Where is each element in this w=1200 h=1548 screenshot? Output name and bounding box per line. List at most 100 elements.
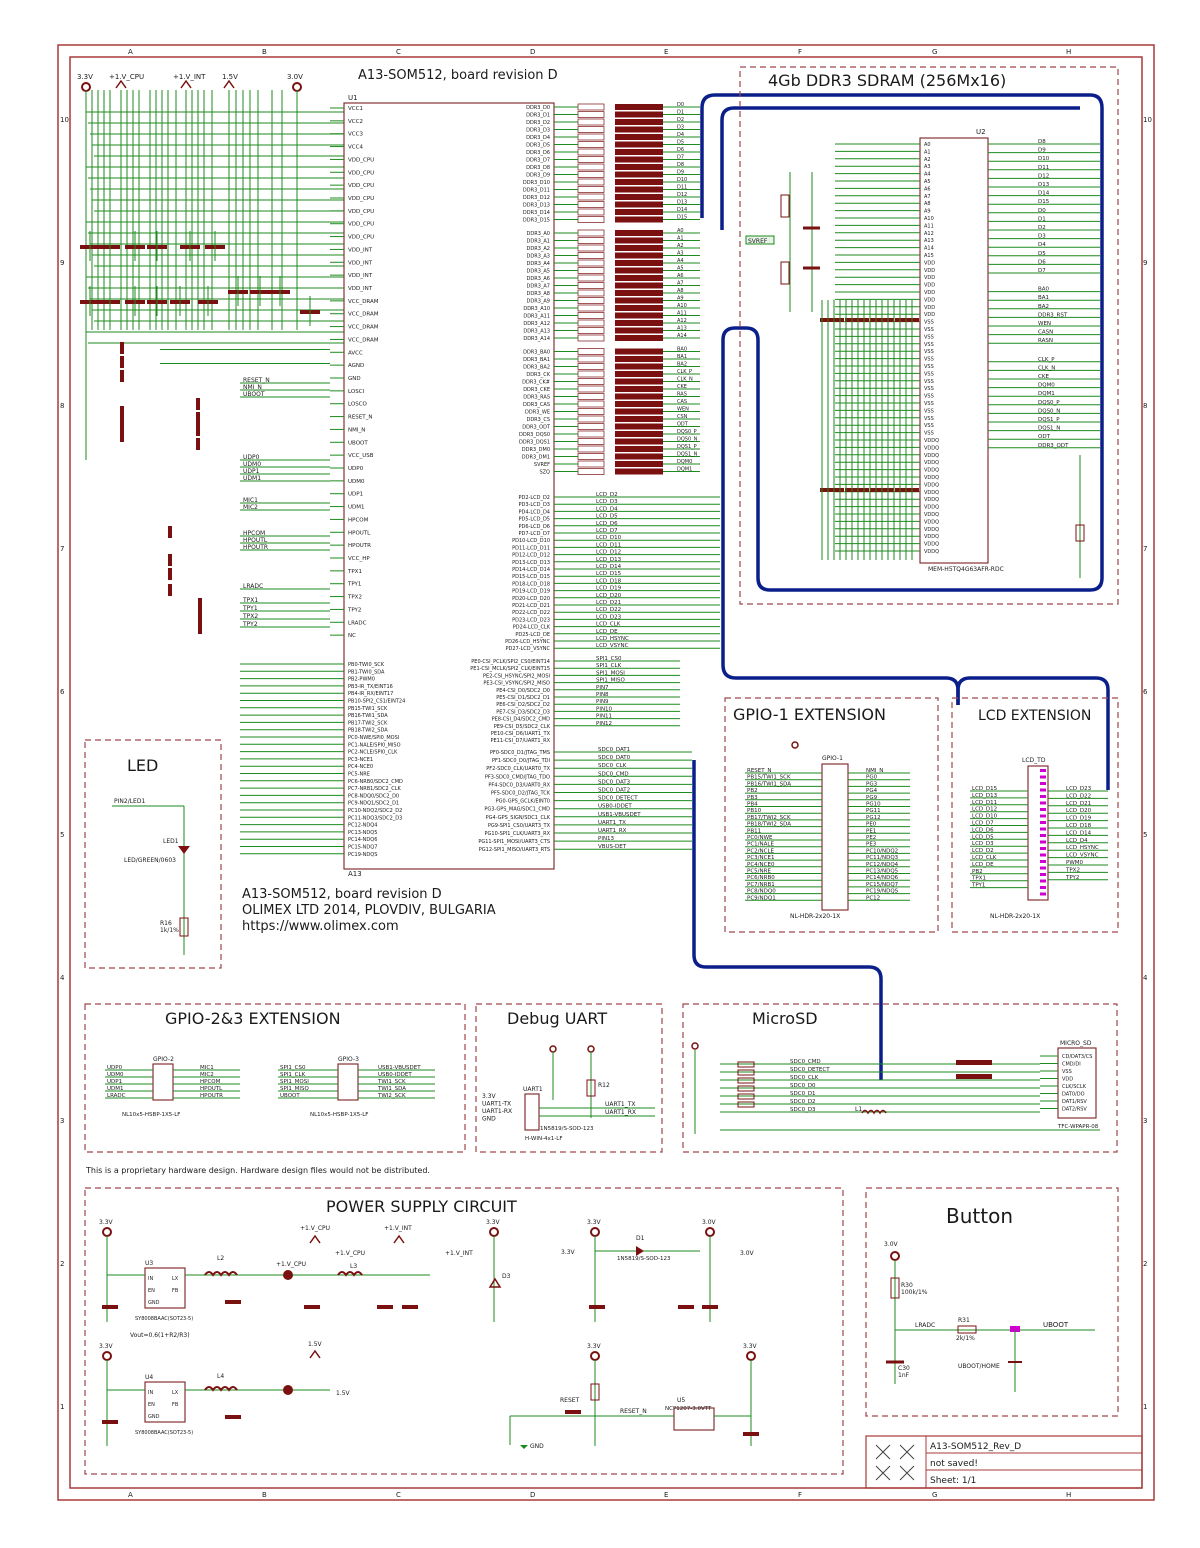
l2-label: L2 [217,1255,224,1262]
gpio1-right-label: PE3 [866,842,877,848]
ddr3-pin-label: VDDQ [924,468,939,474]
ddr3-pin-label: VSS [924,371,934,377]
gpio3-right: TWI1_SCK [377,1079,406,1085]
ddr-net-label: A6 [677,273,684,279]
cpu-pin-label: DDR3_CKE [523,387,550,393]
lcd-ext-right-label: LCD_VSYNC [1066,853,1099,859]
ddr3-pin-label: VDDQ [924,519,939,525]
sd-net-label: SDC0_DAT2 [598,788,630,794]
series-resistor [577,171,605,178]
zone-letter-bottom: E [664,1491,668,1499]
misc-net-label: UDP1 [243,468,260,475]
ddr3-right-label: BA0 [1038,287,1050,293]
cpu-pin-label: DDR3_A2 [527,246,550,252]
sd-capacitor [956,1060,992,1065]
cpu-pin-label: PD18-LCD_D18 [512,581,550,587]
sd-net-label: SDC0_DETECT [598,796,638,802]
footer-note: This is a proprietary hardware design. H… [85,1166,430,1175]
led-part: LED/GREEN/0603 [124,857,176,864]
gpio1-right-label: PC10/NDQ2 [866,848,898,854]
ddr3-right-label: D11 [1038,165,1049,171]
gpio1-right-label: PC11/NDQ3 [866,855,899,861]
cpu-pin-label: PG9-SPI1_CS0/UART3_TX [488,823,551,829]
resistor-array [615,209,663,215]
ddr3-right-nets: D8D9D10D11D12D13D14D15D0D1D2D3D4D5D6D7BA… [988,139,1100,449]
ddr3-pin-label: A11 [924,223,934,229]
gpio23-section-box [84,1003,466,1153]
uart-rail [587,1045,595,1053]
power-rail [746,1351,756,1361]
u4-pin: EN [148,1402,155,1408]
ddr-net-label: RAS [677,392,687,398]
ddr-net-label: D8 [677,162,684,168]
lcd-pin-marker [1040,892,1046,896]
power-rail [590,1227,600,1237]
resistor-array [615,408,663,415]
zone-number-right: 10 [1143,116,1152,124]
capacitor [196,438,200,450]
sd-net-label: USB1-VBUSDET [598,812,641,818]
cpu-pin-label: DDR3_A1 [527,239,550,245]
ddr3-right-label: D10 [1038,156,1050,162]
misc-net-label: MIC2 [243,504,258,511]
ddr3-pin-label: VSS [924,394,934,400]
lcd-ext-left-label: LCD_D2 [972,848,994,854]
ddr3-pin-label: VSS [924,334,934,340]
lcd-ext-left-label: LCD_D10 [972,814,998,820]
lcd-net-label: LCD_D13 [596,557,622,563]
u4-pin: FB [172,1402,179,1408]
cpu-pin-label: PE9-CSI_D5/SDC2_CLK [494,724,551,730]
led-res-val: 1k/1% [160,927,179,934]
ddr3-pin-label: VDDQ [924,460,939,466]
cpu-pin-label: VCC_DRAM [348,325,379,331]
lcd-net-label: LCD_D2 [596,492,618,498]
cpu-pin-label: PC10-NDQ2/SDC2_D2 [348,808,402,814]
u5-body [673,1407,715,1431]
u4-body [144,1381,186,1423]
sd-net-label: SDC0_DAT1 [598,747,630,753]
cpu-pin-label: DDR3_A13 [523,329,550,335]
reset-resistor [590,1383,600,1401]
cpu-pin-label: PC5-NRE [348,772,370,778]
series-resistor [577,229,605,237]
spi-net-label: PIN12 [596,721,612,727]
gpio1-right-label: PC13/NDQ5 [866,869,899,875]
resistor-array [615,104,663,110]
lcd-pin-marker [1040,866,1046,870]
cpu-pin-label: UDM1 [348,505,365,511]
resistor-array [615,119,663,125]
lcd-pin-marker [1040,814,1046,818]
series-resistor [577,445,605,453]
cpu-pin-label: PC2-NCLE/SPI0_CLK [348,750,398,756]
ddr-net-label: CLK_N [677,377,693,383]
lcd-ext-right-label: LCD_D23 [1066,786,1092,792]
series-resistor [577,201,605,208]
sd-net-label: SDC0_DAT3 [598,779,631,785]
zone-letter-top: D [530,48,535,56]
cpu-pin-label: PG12-SPI1_MISO/UART3_RTS [479,847,550,853]
gpio1-right-label: PE1 [866,828,876,834]
gpio1-header-body [821,763,849,911]
cpu-pin-label: PD12-LCD_D12 [512,553,550,559]
cpu-pin-label: DDR3_CK# [522,380,550,386]
cpu-pin-label: DDR3_DQS0 [519,432,550,438]
ddr3-right-label: CLK_P [1038,357,1055,363]
resistor-array [615,179,663,185]
power-rail-label: 3.0V [702,1219,717,1226]
lcd-net-label: LCD_D15 [596,571,622,577]
d1-label: D1 [636,1235,645,1242]
series-resistor [577,297,605,304]
ddr-net-label: A7 [677,281,684,287]
ddr-net-label: A9 [677,296,684,302]
lcd-net-label: LCD_D21 [596,600,621,606]
cpu-pin-label: VDD_INT [348,273,373,279]
u4-part: SY8008BAAC(SOT23-5) [135,1430,193,1436]
resistor-array [615,320,663,326]
cpu-pin-label: HPOUTR [348,543,371,549]
zone-letter-bottom: H [1066,1491,1071,1499]
cpu-pin-label: PD6-LCD_D6 [518,524,550,530]
gpio1-left-label: PC8/NDQ0 [747,889,776,895]
lcd-pin-marker [1040,788,1046,792]
cpu-pin-label: DDR3_A14 [523,336,550,342]
power-capacitor [743,1432,759,1436]
